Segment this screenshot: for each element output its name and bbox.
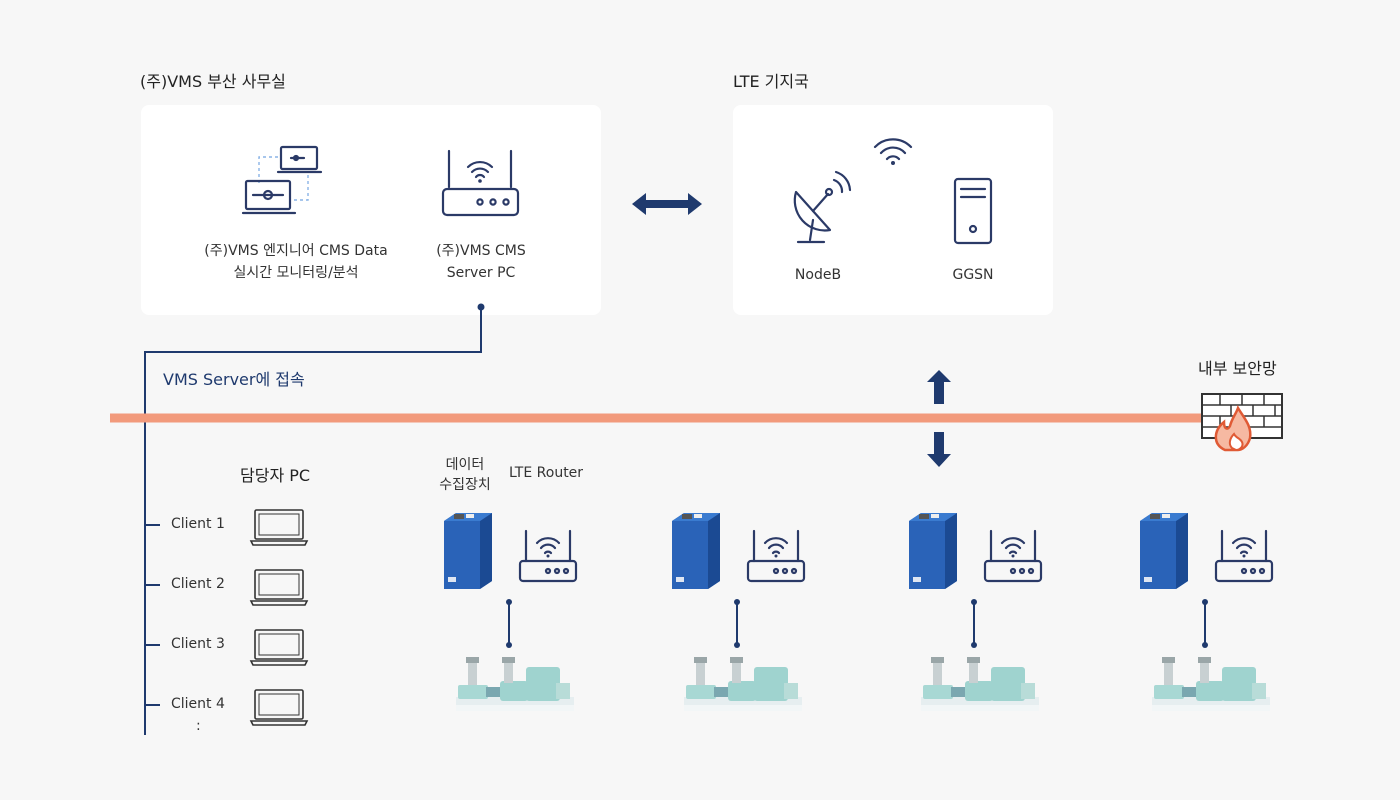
router-label: LTE Router	[508, 465, 584, 481]
collector-label-line2: 수집장치	[439, 477, 491, 493]
laptop-icon	[249, 569, 309, 606]
lte-station-panel: NodeB GGSN	[733, 105, 1053, 315]
server-label-line2: Server PC	[446, 265, 516, 281]
connector-dot	[506, 599, 512, 605]
data-collector-device	[444, 513, 492, 589]
machine-image	[921, 657, 1039, 711]
laptop-icon	[249, 629, 309, 666]
clients-title: 담당자 PC	[240, 466, 311, 485]
office-panel: (주)VMS 엔지니어 CMS Data 실시간 모니터링/분석 (주)VMS …	[141, 105, 601, 315]
server-tower-icon	[953, 177, 993, 245]
office-title: (주)VMS 부산 사무실	[140, 72, 286, 91]
collector-label-line1: 데이터	[445, 457, 485, 473]
clients-more: :	[196, 718, 201, 734]
machine-image	[456, 657, 574, 711]
client-label: Client 3	[171, 636, 225, 652]
client-label: Client 2	[171, 576, 225, 592]
wifi-signal-icon	[873, 138, 913, 165]
field-unit	[444, 513, 578, 711]
connector-dot	[734, 599, 740, 605]
machine-image	[1152, 657, 1270, 711]
connector-dot	[971, 642, 977, 648]
satellite-dish-icon	[793, 170, 852, 244]
server-label-line1: (주)VMS CMS	[436, 243, 526, 259]
client-label: Client 1	[171, 516, 225, 532]
laptop-icon	[249, 509, 309, 546]
connector-dot	[1202, 599, 1208, 605]
lte-router-icon	[746, 529, 806, 583]
ggsn-label: GGSN	[952, 267, 994, 283]
lte-station-title: LTE 기지국	[733, 72, 809, 91]
field-unit	[672, 513, 806, 711]
data-collector-device	[909, 513, 957, 589]
machine-image	[684, 657, 802, 711]
firewall-icon	[1201, 393, 1283, 452]
firewall-label: 내부 보안망	[1198, 359, 1277, 378]
engineer-label-line2: 실시간 모니터링/분석	[233, 265, 359, 281]
arrow-down-icon	[927, 432, 951, 467]
data-collector-device	[1140, 513, 1188, 589]
connector-dot	[734, 642, 740, 648]
nodeb-label: NodeB	[794, 267, 842, 283]
lte-router-icon	[1214, 529, 1274, 583]
server-router-icon	[441, 149, 520, 217]
arrow-up-icon	[927, 370, 951, 404]
laptop-icon	[249, 689, 309, 726]
connector-dot	[506, 642, 512, 648]
lte-router-icon	[518, 529, 578, 583]
lte-router-icon	[983, 529, 1043, 583]
field-unit	[1140, 513, 1274, 711]
field-unit	[909, 513, 1043, 711]
connection-label: VMS Server에 접속	[163, 370, 305, 389]
monitoring-laptops-icon	[241, 145, 323, 215]
connector-dot	[1202, 642, 1208, 648]
engineer-label-line1: (주)VMS 엔지니어 CMS Data	[204, 243, 388, 259]
connector-dot	[971, 599, 977, 605]
client-label: Client 4	[171, 696, 225, 712]
data-collector-device	[672, 513, 720, 589]
bidirectional-arrow-icon	[632, 193, 702, 215]
